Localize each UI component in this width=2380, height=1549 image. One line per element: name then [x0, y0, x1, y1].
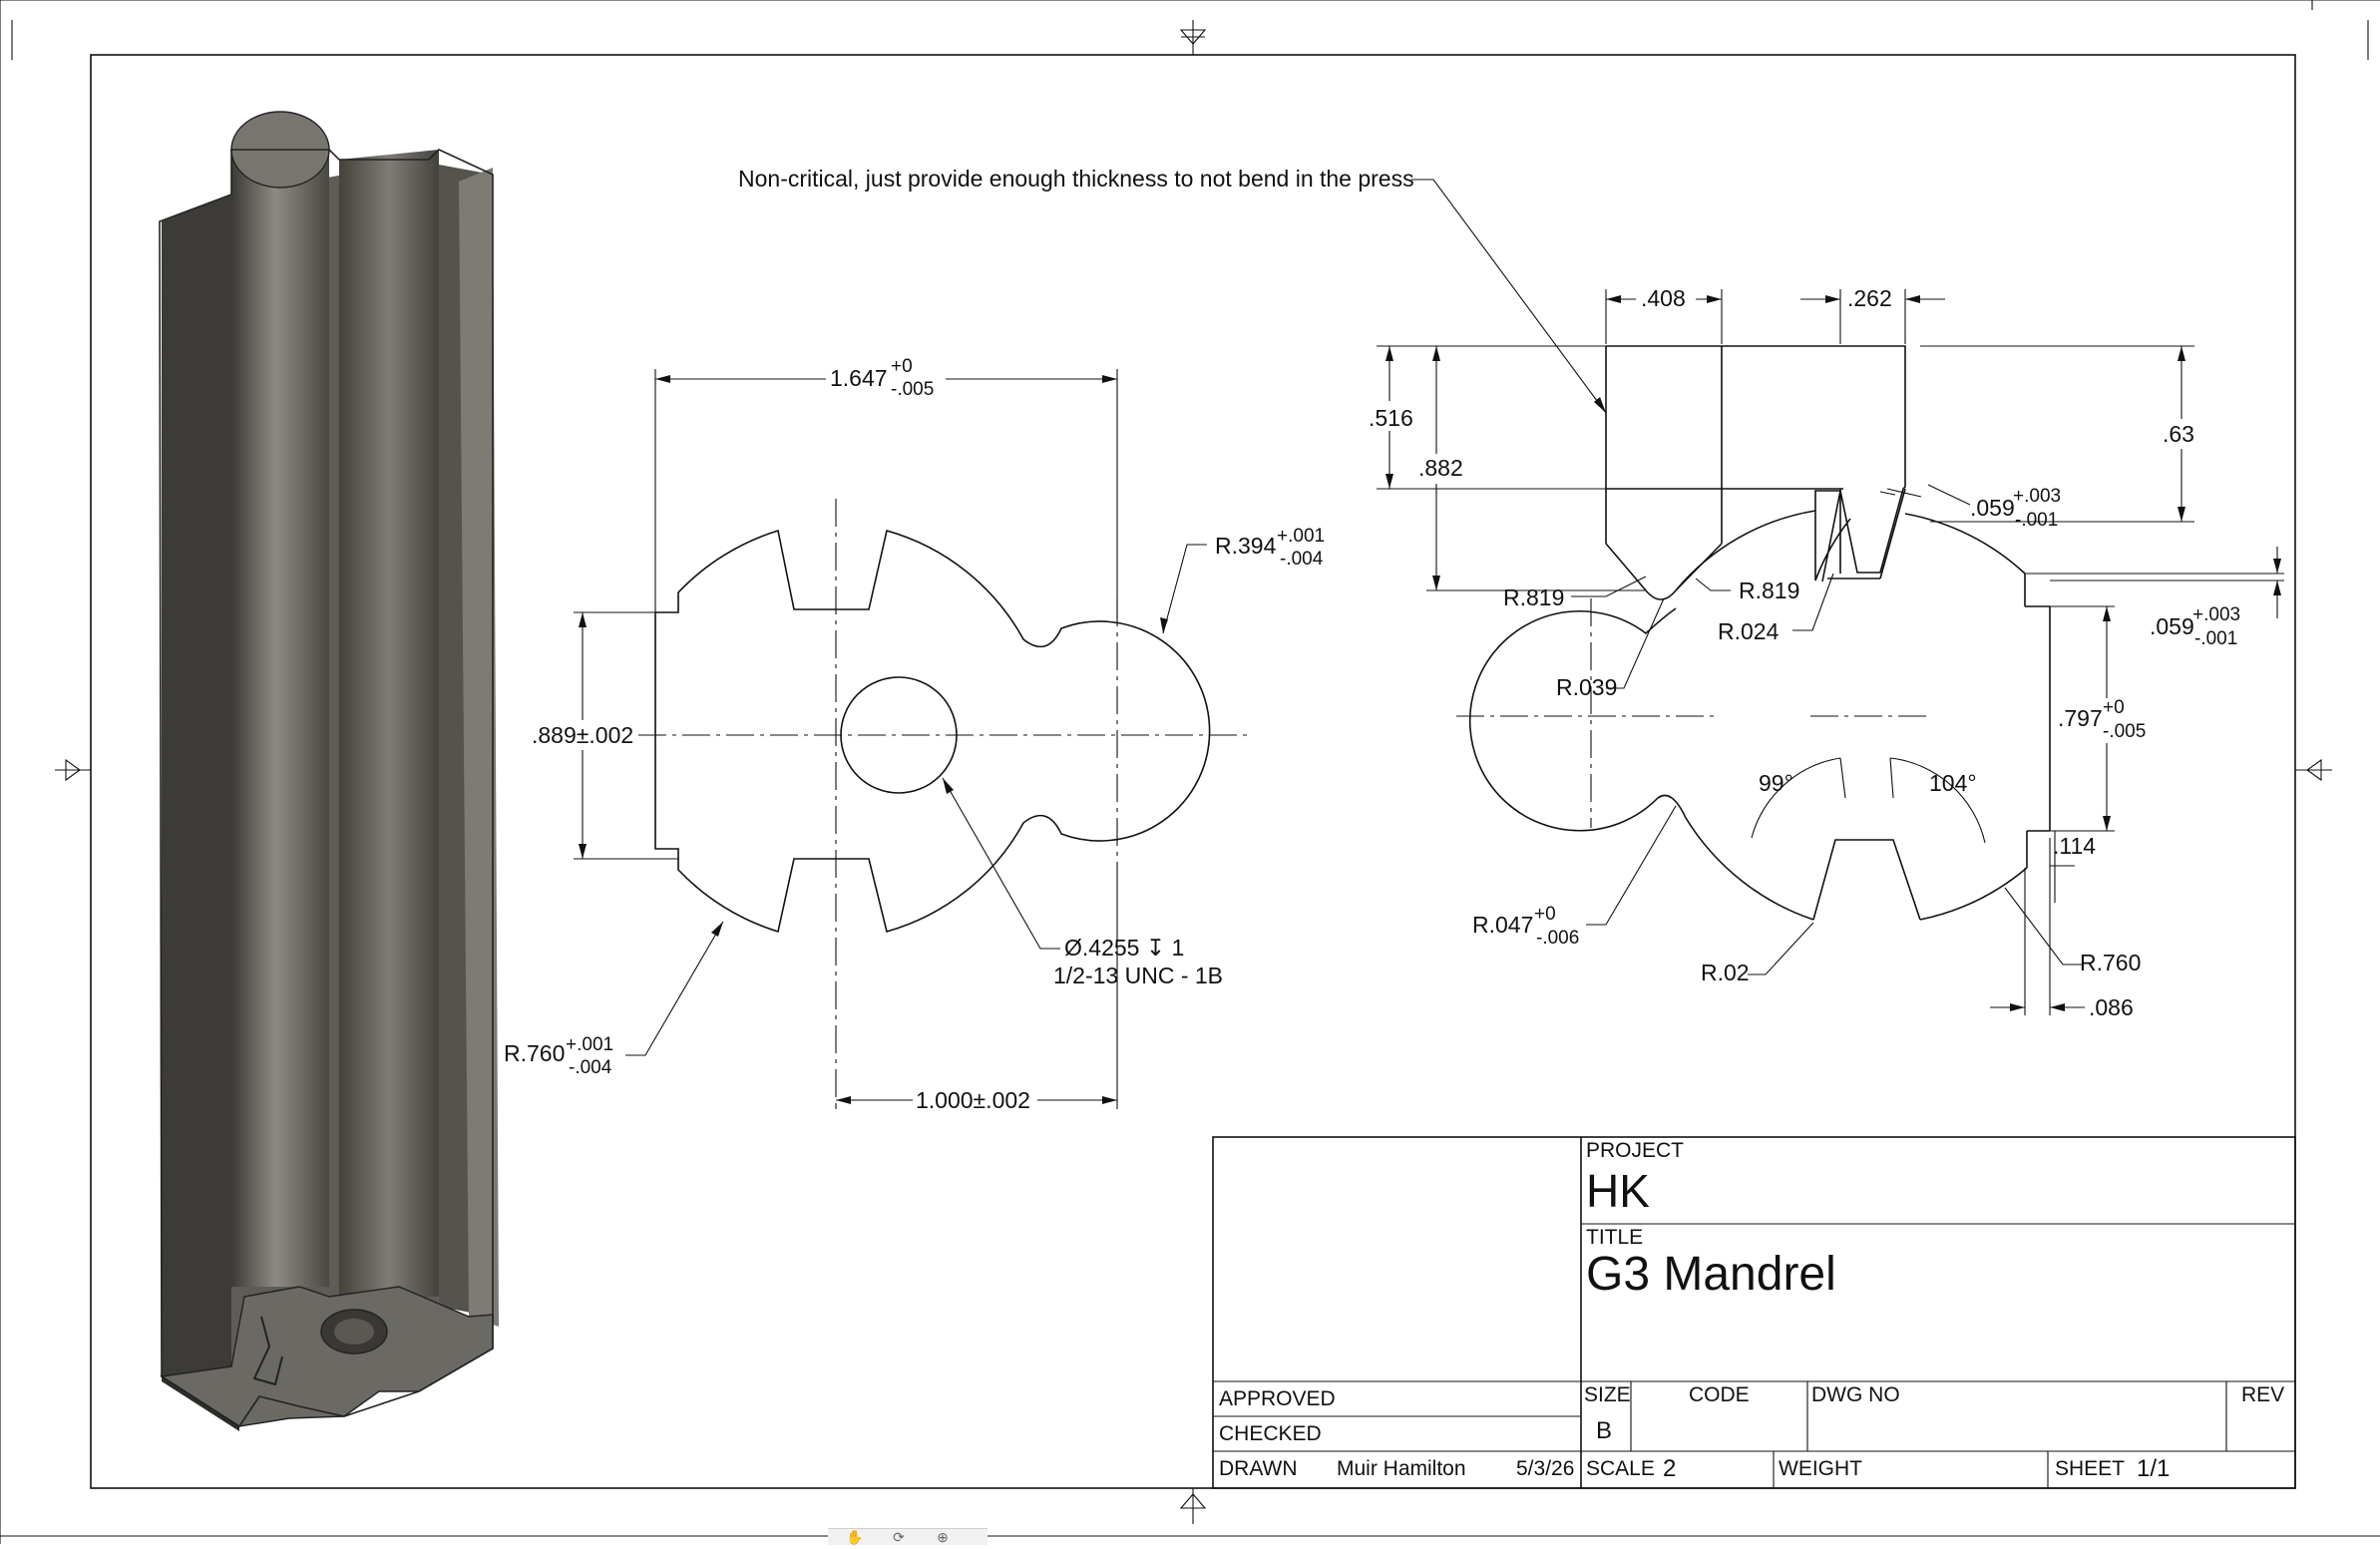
size-value: B [1596, 1417, 1612, 1444]
dim-797: .797 [2058, 705, 2103, 731]
dim-63: .63 [2163, 421, 2194, 447]
radius-760-detail: R.760 [2080, 950, 2141, 975]
hole-callout-line2: 1/2-13 UNC - 1B [1053, 963, 1223, 988]
front-view [529, 359, 1247, 1115]
scale-label: SCALE [1586, 1457, 1655, 1480]
radius-024: R.024 [1718, 618, 1780, 644]
iso-model-render [159, 111, 499, 1431]
scale-value: 2 [1663, 1455, 1676, 1482]
dim-radius-lobe-tol-upper: +.001 [1277, 526, 1325, 547]
dim-radius-lobe-tol-lower: -.004 [1280, 549, 1324, 570]
dim-radius-lobe: R.394 [1215, 533, 1277, 559]
orbit-icon[interactable]: ⟳ [893, 1529, 905, 1545]
drawn-date: 5/3/26 [1516, 1457, 1574, 1480]
angle-104: 104° [1929, 770, 1977, 796]
project-label: PROJECT [1586, 1139, 1684, 1162]
dwg-label: DWG NO [1811, 1383, 1900, 1406]
dim-516: .516 [1369, 405, 1413, 431]
dim-radius-body: R.760 [504, 1040, 565, 1066]
front-view-labels: 1.647 +0 -.005 R.394 +.001 -.004 .889±.0… [504, 356, 1325, 1113]
drawn-label: DRAWN [1219, 1457, 1298, 1480]
dim-797-lower: -.005 [2103, 721, 2146, 742]
centering-marks [55, 20, 2332, 1524]
title-label: TITLE [1586, 1226, 1643, 1249]
radius-047: R.047 [1472, 912, 1533, 938]
radius-819-left: R.819 [1503, 584, 1564, 610]
project-value: HK [1586, 1165, 1650, 1217]
dim-262: .262 [1847, 285, 1892, 311]
detail-view-labels: .408 .262 .516 .882 .63 .059 +.003 -.001… [1369, 285, 2240, 1020]
weight-label: WEIGHT [1779, 1457, 1862, 1480]
dim-114: .114 [2053, 833, 2096, 859]
dim-059-right-upper: +.003 [2192, 604, 2240, 625]
radius-047-upper: +0 [1534, 904, 1556, 925]
size-label: SIZE [1584, 1383, 1631, 1406]
radius-039: R.039 [1556, 674, 1617, 700]
code-label: CODE [1689, 1383, 1750, 1406]
dim-059-top-lower: -.001 [2015, 510, 2058, 531]
dim-059-top: .059 [1970, 495, 2015, 521]
view-toolbar: ✋ ⟳ ⊕ [828, 1528, 988, 1545]
dim-059-right-lower: -.001 [2194, 628, 2237, 649]
title-value: G3 Mandrel [1586, 1248, 1836, 1301]
dim-408: .408 [1641, 285, 1686, 311]
dim-059-top-upper: +.003 [2013, 486, 2061, 507]
radius-047-lower: -.006 [1536, 928, 1579, 949]
dim-086: .086 [2089, 994, 2134, 1020]
dim-radius-body-tol-lower: -.004 [569, 1057, 612, 1078]
title-block [1212, 1136, 2296, 1489]
sheet-label: SHEET [2055, 1457, 2125, 1480]
hole-callout-line1: Ø.4255 ↧ 1 [1064, 935, 1184, 961]
rev-label: REV [2241, 1383, 2284, 1406]
pan-icon[interactable]: ✋ [846, 1529, 864, 1545]
sheet-value: 1/1 [2137, 1455, 2170, 1482]
checked-label: CHECKED [1219, 1422, 1322, 1445]
detail-view [1367, 284, 2284, 1015]
dim-center-distance: 1.000±.002 [916, 1087, 1030, 1113]
radius-02: R.02 [1701, 960, 1750, 985]
dim-width-tol-lower: -.005 [891, 379, 934, 400]
dim-797-upper: +0 [2103, 697, 2125, 718]
radius-819-right: R.819 [1739, 578, 1799, 603]
dim-width-tol-upper: +0 [891, 356, 913, 377]
dim-882: .882 [1418, 455, 1463, 481]
dim-height: .889±.002 [532, 722, 633, 748]
title-block-text: PROJECT HK TITLE G3 Mandrel APPROVED CHE… [1219, 1139, 2284, 1482]
drawn-by: Muir Hamilton [1337, 1457, 1466, 1480]
angle-99: 99° [1759, 770, 1793, 796]
dim-width-main: 1.647 [830, 365, 888, 391]
note: Non-critical, just provide enough thickn… [738, 166, 1607, 414]
approved-label: APPROVED [1219, 1387, 1336, 1410]
dim-radius-body-tol-upper: +.001 [566, 1034, 613, 1055]
note-text: Non-critical, just provide enough thickn… [738, 166, 1414, 192]
dim-059-right: .059 [2150, 613, 2194, 639]
zoom-icon[interactable]: ⊕ [937, 1529, 949, 1545]
